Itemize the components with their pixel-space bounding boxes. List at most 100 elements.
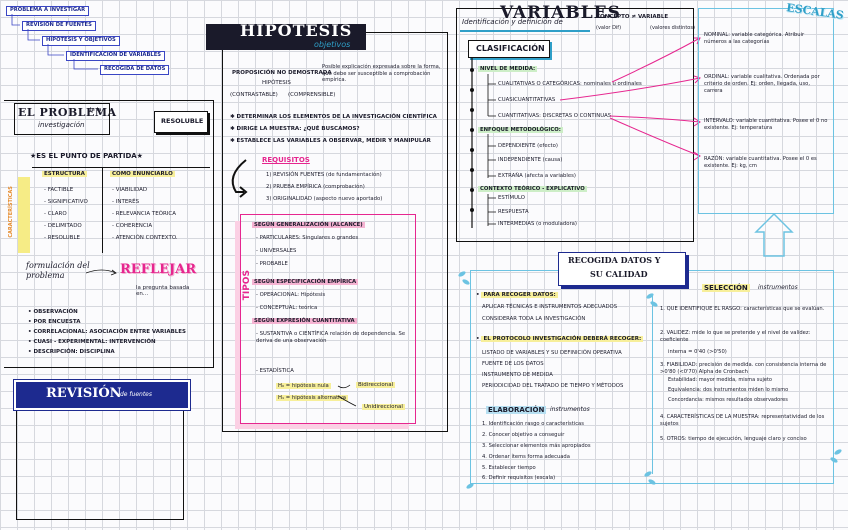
clasificacion-label: CLASIFICACIÓN xyxy=(476,44,545,53)
escala-2: ORDINAL: variable cualitativa. Ordenada … xyxy=(704,74,820,94)
var-item-10: ESTÍMULO xyxy=(498,195,525,201)
var-item-1: NIVEL DE MEDIDA: xyxy=(478,66,538,72)
protocolo: • EL PROTOCOLO INVESTIGACIÓN DEBERÁ RECO… xyxy=(476,336,644,342)
unidireccional-label: Unidireccional xyxy=(362,404,405,410)
protocolo-2: FUENTE DE LOS DATOS xyxy=(482,361,544,367)
breadcrumb-step-3: HIPÓTESIS Y OBJETIVOS xyxy=(42,36,120,46)
elaboracion-2: 2. Conocer objetivo a conseguir xyxy=(482,432,565,438)
var-item-7: INDEPENDIENTE (causa) xyxy=(498,157,563,163)
tipos-label: TIPOS xyxy=(241,270,252,301)
elaboracion-title: ELABORACIÓN xyxy=(486,406,547,414)
problema-title-box xyxy=(14,103,110,135)
elaboracion-suffix: instrumentos xyxy=(550,406,590,413)
problema-title: EL PROBLEMA xyxy=(18,106,117,119)
var-item-9: CONTEXTO TEÓRICO - EXPLICATIVO xyxy=(478,186,587,192)
revision-suffix: de fuentes xyxy=(120,391,152,398)
caracteristicas-bar xyxy=(18,177,30,253)
seleccion-7: Concordancia: mismos resultados observad… xyxy=(668,397,788,403)
seleccion-divider xyxy=(652,294,653,474)
reflejar-sub: la pregunta basada en... xyxy=(136,285,190,298)
hipotesis-bullet-3: ✱ ESTABLECE LAS VARIABLES A OBSERVAR, ME… xyxy=(230,138,431,144)
hipotesis-tag-2: HIPÓTESIS xyxy=(262,80,291,86)
variables-prefix: Identificación y definición de xyxy=(462,18,563,26)
escala-1: NOMINAL: variable categórica. Atribuir n… xyxy=(704,32,805,45)
breadcrumb-step-4: IDENTIFICACIÓN DE VARIABLES xyxy=(66,51,165,61)
concepto-note2: (valores distintos) xyxy=(650,25,695,31)
table-right-5: - ATENCIÓN CONTEXTO. xyxy=(112,235,178,241)
elaboracion-1: 1. Identificación rasgo o característica… xyxy=(482,421,584,427)
tipo-10: - ESTADÍSTICA xyxy=(256,368,294,374)
tipo-3: - UNIVERSALES xyxy=(256,248,297,254)
resoluble-label: RESOLUBLE xyxy=(161,117,204,125)
elaboracion-5: 5. Establecer tiempo xyxy=(482,465,536,471)
hipotesis-banner xyxy=(206,24,366,50)
var-item-6: DEPENDIENTE (efecto) xyxy=(498,143,558,149)
elaboracion-6: 6. Definir requisitos (escala) xyxy=(482,475,556,481)
seleccion-8: 4. CARACTERÍSTICAS DE LA MUESTRA: repres… xyxy=(660,414,825,427)
h0-label: H₀ = hipótesis nula xyxy=(276,383,331,389)
seleccion-9: 5. OTROS: tiempo de ejecución, lenguaje … xyxy=(660,436,807,442)
tipos-box xyxy=(240,214,416,424)
breadcrumb-arrows xyxy=(11,14,98,70)
table-left-1: - FACTIBLE xyxy=(44,187,74,193)
problema-list-1: • OBSERVACIÓN xyxy=(28,309,78,315)
para-recoger: • PARA RECOGER DATOS: xyxy=(476,292,558,298)
hipotesis-subtitle: objetivos xyxy=(314,40,351,49)
para-recoger-2: CONSIDERAR TODA LA INVESTIGACIÓN xyxy=(482,316,586,322)
problema-panel: EL PROBLEMA de la investigación RESOLUBL… xyxy=(4,100,214,368)
protocolo-4: PERIODICIDAD DEL TRATADO DE TIEMPO Y MÉT… xyxy=(482,383,624,389)
problema-list-3: • CORRELACIONAL: ASOCIACIÓN ENTRE VARIAB… xyxy=(28,329,186,335)
protocolo-1: LISTADO DE VARIABLES Y SU DEFINICIÓN OPE… xyxy=(482,350,622,356)
tipo-1: SEGÚN GENERALIZACIÓN (ALCANCE) xyxy=(252,222,365,228)
tipo-4: - PROBABLE xyxy=(256,261,288,267)
revision-title: REVISIÓN xyxy=(46,386,122,401)
hipotesis-intro-b: Posible explicación expresada sobre la f… xyxy=(322,64,441,83)
var-item-8: EXTRAÑA (afecta a variables) xyxy=(498,173,576,179)
revision-panel xyxy=(16,404,184,520)
seleccion-suffix: instrumentos xyxy=(758,284,798,291)
seleccion-2: 2. VALIDEZ: mide lo que se pretende y el… xyxy=(660,330,811,343)
table-header-estructura: ESTRUCTURA xyxy=(42,171,87,177)
hipotesis-title: HIPÓTESIS xyxy=(240,21,353,40)
breadcrumb: PROBLEMA A INVESTIGAR REVISIÓN DE FUENTE… xyxy=(4,4,204,76)
var-item-11: RESPUESTA xyxy=(498,209,529,215)
hipotesis-bullet-2: ✱ DIRIGE LA MUESTRA: ¿QUÉ BUSCAMOS? xyxy=(230,126,360,132)
concepto-note: (valor Dif) xyxy=(596,25,622,31)
recogida-title2: SU CALIDAD xyxy=(590,269,648,279)
variables-title: VARIABLES xyxy=(500,3,621,23)
table-left-3: - CLARO xyxy=(44,211,67,217)
tipo-2: - PARTICULARES: Singulares o grandes xyxy=(256,235,359,241)
tipo-7: - CONCEPTUAL: teórica xyxy=(256,305,318,311)
table-right-3: - RELEVANCIA TEÓRICA xyxy=(112,211,177,217)
table-left-4: - DELIMITADO xyxy=(44,223,82,229)
protocolo-3: INSTRUMENTO DE MEDIDA xyxy=(482,372,553,378)
var-item-4: CUANTITATIVAS: DISCRETAS O CONTINUAS xyxy=(498,113,612,119)
elaboracion-3: 3. Seleccionar elementos más apropiados xyxy=(482,443,591,449)
requisito-3: 3) ORIGINALIDAD (aspecto nuevo aportado) xyxy=(266,196,383,202)
breadcrumb-step-2: REVISIÓN DE FUENTES xyxy=(22,21,96,31)
formulacion-arrow xyxy=(85,269,117,276)
table-right-4: - COHERENCIA xyxy=(112,223,153,229)
variables-title-underline xyxy=(460,30,590,32)
seleccion-1: 1. QUE IDENTIFIQUE EL RASGO: característ… xyxy=(660,306,825,312)
seleccion-6: Equivalencia: dos instrumentos miden lo … xyxy=(668,387,789,393)
seleccion-5: Estabilidad: mayor medida, misma sujeto xyxy=(668,377,772,383)
h1-label: H₁ = hipótesis alternativa xyxy=(276,395,349,401)
table-right-2: - INTERÉS xyxy=(112,199,140,205)
revision-banner xyxy=(16,382,188,408)
problema-list-5: • DESCRIPCIÓN: DISCIPLINA xyxy=(28,349,115,355)
clasificacion-box xyxy=(468,40,550,58)
escala-4: RAZÓN: variable cuantitativa. Posee el 0… xyxy=(704,156,817,169)
problema-subtitle: investigación xyxy=(38,121,85,129)
breadcrumb-step-5: RECOGIDA DE DATOS xyxy=(100,65,170,75)
recogida-title: RECOGIDA DATOS Y xyxy=(568,255,661,265)
seleccion-3: interna = 0'40 (>0'50) xyxy=(668,349,727,355)
table-right-1: - VIABILIDAD xyxy=(112,187,148,193)
table-left-5: - RESOLUBLE xyxy=(44,235,80,241)
elaboracion-4: 4. Ordenar ítems forma adecuada xyxy=(482,454,570,460)
var-item-5: ENFOQUE METODOLÓGICO: xyxy=(478,127,563,133)
breadcrumb-step-1: PROBLEMA A INVESTIGAR xyxy=(6,6,90,16)
escala-3: INTERVALO: variable cuantitativa. Posee … xyxy=(704,118,828,131)
punto-partida: ★ES EL PUNTO DE PARTIDA★ xyxy=(30,152,143,160)
requisitos-title: REQUISITOS xyxy=(262,156,310,164)
